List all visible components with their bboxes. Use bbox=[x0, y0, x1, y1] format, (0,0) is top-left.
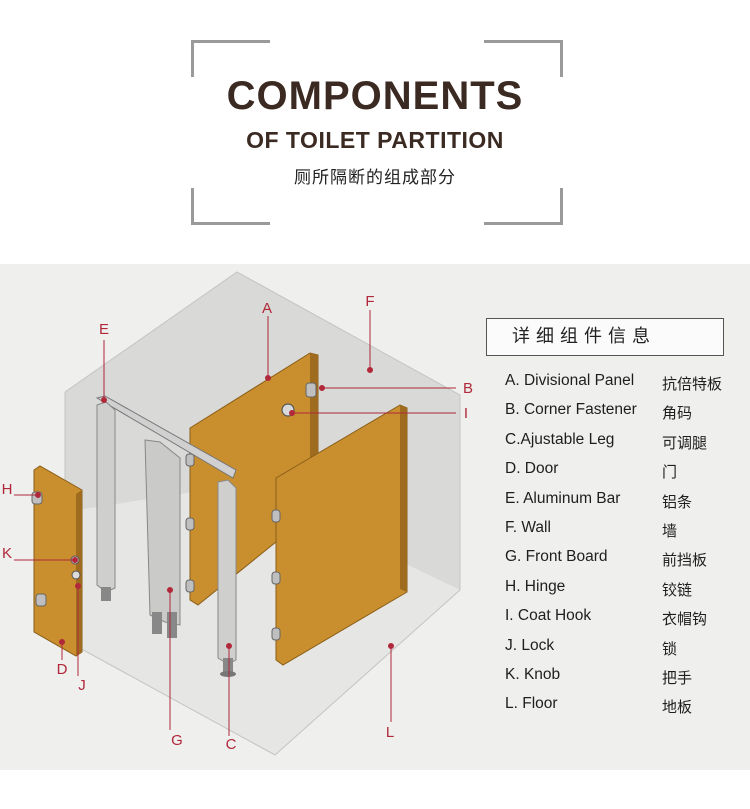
callout-i: I bbox=[464, 405, 468, 422]
divisional-panel-front-edge bbox=[400, 405, 407, 592]
header: COMPONENTS OF TOILET PARTITION 厕所隔断的组成部分 bbox=[0, 0, 750, 240]
adjustable-leg-foot bbox=[220, 671, 236, 677]
title-line1: COMPONENTS bbox=[226, 74, 524, 118]
legend-item: I. Coat Hook 衣帽钩 bbox=[505, 607, 740, 636]
legend-item: D. Door 门 bbox=[505, 460, 740, 489]
legend-item-en: I. Coat Hook bbox=[505, 607, 592, 625]
legend-item-zh: 铝条 bbox=[662, 493, 693, 511]
legend-item-en: A. Divisional Panel bbox=[505, 372, 635, 389]
legend-title-box bbox=[486, 318, 724, 356]
legend-item-en: G. Front Board bbox=[505, 548, 608, 566]
leader-lines bbox=[14, 310, 456, 736]
legend-item: K. Knob 把手 bbox=[505, 666, 740, 695]
legend-item: C.Ajustable Leg 可调腿 bbox=[505, 431, 740, 460]
legend-item-en: E. Aluminum Bar bbox=[505, 489, 621, 507]
legend-item-en: K. Knob bbox=[505, 665, 561, 683]
pillar-right bbox=[217, 479, 237, 665]
corner-fastener-6 bbox=[271, 571, 281, 585]
legend-item: F. Wall 墙 bbox=[505, 519, 740, 548]
lock bbox=[71, 570, 81, 580]
legend-item: E. Aluminum Bar 铝条 bbox=[505, 490, 740, 519]
corner-fastener-4 bbox=[185, 579, 195, 593]
legend-item: G. Front Board 前挡板 bbox=[505, 548, 740, 577]
legend-item-zh: 抗倍特板 bbox=[662, 376, 723, 393]
legend-item: A. Divisional Panel 抗倍特板 bbox=[505, 372, 740, 401]
bracket-bottom-right bbox=[484, 188, 563, 225]
callout-g: G bbox=[171, 732, 183, 749]
callout-f: F bbox=[365, 293, 374, 310]
bracket-top-right bbox=[484, 40, 563, 77]
title-chinese: 厕所隔断的组成部分 bbox=[294, 168, 456, 187]
callout-k: K bbox=[2, 545, 12, 562]
adjustable-leg-4 bbox=[223, 658, 233, 672]
legend-item-zh: 前挡板 bbox=[662, 552, 708, 570]
legend-item-en: J. Lock bbox=[505, 636, 555, 654]
aluminum-bar bbox=[95, 395, 237, 479]
bracket-top-left bbox=[191, 40, 270, 77]
legend-item-zh: 门 bbox=[662, 464, 678, 482]
legend-item: B. Corner Fastener 角码 bbox=[505, 401, 740, 430]
legend-list: A. Divisional Panel 抗倍特板 B. Corner Fasten… bbox=[505, 372, 740, 725]
callout-c: C bbox=[226, 736, 237, 753]
callout-b: B bbox=[463, 380, 473, 397]
adjustable-leg-3 bbox=[167, 612, 177, 638]
adjustable-leg-2 bbox=[152, 612, 162, 634]
callout-h: H bbox=[2, 481, 13, 498]
corner-fastener-5 bbox=[271, 509, 281, 523]
bracket-bottom-left bbox=[191, 188, 270, 225]
legend-item-zh: 衣帽钩 bbox=[662, 611, 708, 629]
legend-item: J. Lock 锁 bbox=[505, 637, 740, 666]
front-board bbox=[144, 439, 181, 626]
legend-item-en: F. Wall bbox=[505, 518, 551, 536]
legend-item-en: D. Door bbox=[505, 460, 559, 478]
legend-item: L. Floor 地板 bbox=[505, 695, 740, 724]
legend-item-en: H. Hinge bbox=[505, 577, 566, 595]
pillar-left bbox=[96, 401, 116, 593]
legend-item: H. Hinge 铰链 bbox=[505, 578, 740, 607]
corner-fastener-7 bbox=[271, 627, 281, 641]
legend-item-zh: 铰链 bbox=[662, 581, 693, 599]
legend-title: 详细组件信息 bbox=[512, 326, 656, 346]
hinge-bottom bbox=[35, 593, 47, 607]
legend-item-zh: 可调腿 bbox=[662, 434, 708, 452]
legend-item-zh: 把手 bbox=[662, 669, 693, 687]
legend-item-zh: 角码 bbox=[662, 405, 693, 423]
corner-fastener-2 bbox=[185, 453, 195, 467]
legend-item-en: B. Corner Fastener bbox=[505, 401, 637, 419]
legend-item-zh: 锁 bbox=[662, 640, 678, 658]
legend-item-en: L. Floor bbox=[505, 695, 558, 713]
callout-j: J bbox=[78, 677, 86, 694]
legend-item-en: C.Ajustable Leg bbox=[505, 430, 615, 448]
corner-fastener-1 bbox=[305, 382, 317, 398]
corner-fastener-3 bbox=[185, 517, 195, 531]
callout-e: E bbox=[99, 321, 109, 338]
title-line2: OF TOILET PARTITION bbox=[246, 127, 504, 153]
legend-item-zh: 地板 bbox=[662, 699, 693, 717]
legend-item-zh: 墙 bbox=[662, 522, 678, 540]
callout-l: L bbox=[386, 724, 394, 741]
callout-a: A bbox=[262, 300, 272, 317]
callout-d: D bbox=[57, 661, 68, 678]
adjustable-leg-1 bbox=[101, 587, 111, 601]
